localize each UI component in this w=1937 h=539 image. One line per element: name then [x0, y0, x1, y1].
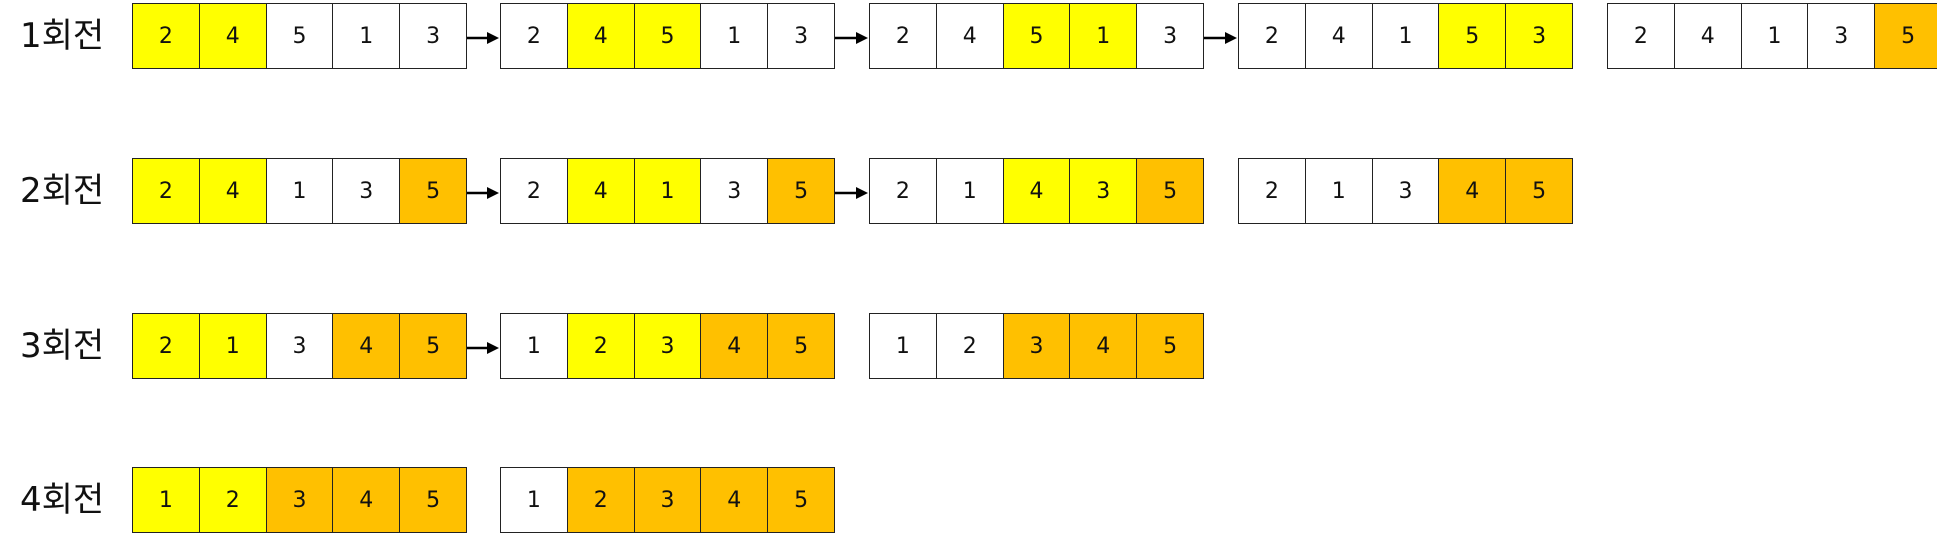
array-cell-compare: 4 — [1002, 158, 1071, 224]
array-cell-sorted: 5 — [1874, 3, 1937, 69]
array-cell-compare: 5 — [1438, 3, 1507, 69]
array-cell-normal: 2 — [935, 313, 1004, 379]
array-cell-normal: 1 — [1740, 3, 1809, 69]
array-cell-normal: 1 — [700, 3, 769, 69]
array-cell-sorted: 4 — [700, 313, 769, 379]
array-cell-normal: 2 — [500, 158, 568, 224]
array-cell-normal: 3 — [700, 158, 769, 224]
array-cell-sorted: 5 — [1136, 158, 1204, 224]
array-cell-normal: 3 — [1136, 3, 1204, 69]
round-label: 2회전 — [20, 171, 105, 211]
arrow-head — [856, 187, 868, 199]
array-cell-sorted: 4 — [1438, 158, 1507, 224]
array-cell-normal: 2 — [869, 158, 937, 224]
array-cell-normal: 3 — [332, 158, 401, 224]
array-cell-compare: 4 — [198, 3, 267, 69]
array-cell-normal: 2 — [869, 3, 937, 69]
array-cell-normal: 3 — [767, 3, 835, 69]
array-cell-compare: 2 — [132, 313, 200, 379]
round-label: 1회전 — [20, 16, 105, 56]
array-cell-sorted: 5 — [767, 158, 835, 224]
array-cell-sorted: 5 — [1505, 158, 1573, 224]
array-cell-sorted: 4 — [1069, 313, 1138, 379]
array-cell-sorted: 5 — [767, 467, 835, 533]
array-cell-normal: 1 — [1304, 158, 1373, 224]
array-cell-compare: 2 — [198, 467, 267, 533]
array-cell-compare: 2 — [132, 158, 200, 224]
array-cell-compare: 4 — [198, 158, 267, 224]
array-cell-sorted: 3 — [1002, 313, 1071, 379]
array-cell-normal: 3 — [399, 3, 467, 69]
array-cell-sorted: 4 — [700, 467, 769, 533]
array-cell-compare: 1 — [633, 158, 702, 224]
array-cell-sorted: 5 — [1136, 313, 1204, 379]
array-cell-normal: 4 — [1304, 3, 1373, 69]
array-cell-compare: 5 — [1002, 3, 1071, 69]
array-cell-sorted: 4 — [332, 313, 401, 379]
array-cell-normal: 1 — [1371, 3, 1440, 69]
array-cell-normal: 1 — [935, 158, 1004, 224]
round-label: 3회전 — [20, 326, 105, 366]
array-cell-compare: 3 — [1069, 158, 1138, 224]
array-cell-sorted: 5 — [767, 313, 835, 379]
array-cell-compare: 2 — [566, 313, 635, 379]
array-cell-normal: 2 — [1238, 158, 1306, 224]
array-cell-normal: 1 — [265, 158, 334, 224]
array-cell-sorted: 4 — [332, 467, 401, 533]
arrow-head — [487, 187, 499, 199]
array-cell-compare: 1 — [198, 313, 267, 379]
array-cell-compare: 4 — [566, 3, 635, 69]
array-cell-sorted: 5 — [399, 467, 467, 533]
array-cell-sorted: 3 — [633, 467, 702, 533]
array-cell-normal: 1 — [332, 3, 401, 69]
array-cell-normal: 1 — [500, 313, 568, 379]
array-cell-sorted: 5 — [399, 313, 467, 379]
array-cell-compare: 3 — [1505, 3, 1573, 69]
array-cell-normal: 5 — [265, 3, 334, 69]
array-cell-compare: 4 — [566, 158, 635, 224]
array-cell-sorted: 2 — [566, 467, 635, 533]
array-cell-normal: 2 — [1238, 3, 1306, 69]
array-cell-compare: 1 — [1069, 3, 1138, 69]
array-cell-sorted: 3 — [265, 467, 334, 533]
array-cell-normal: 3 — [1371, 158, 1440, 224]
array-cell-normal: 2 — [500, 3, 568, 69]
arrow-head — [856, 32, 868, 44]
array-cell-normal: 3 — [265, 313, 334, 379]
array-cell-normal: 1 — [500, 467, 568, 533]
array-cell-sorted: 5 — [399, 158, 467, 224]
array-cell-compare: 3 — [633, 313, 702, 379]
arrow-head — [487, 32, 499, 44]
array-cell-normal: 4 — [1673, 3, 1742, 69]
array-cell-normal: 3 — [1807, 3, 1876, 69]
round-label: 4회전 — [20, 480, 105, 520]
array-cell-normal: 2 — [1607, 3, 1675, 69]
arrow-head — [1225, 32, 1237, 44]
array-cell-compare: 2 — [132, 3, 200, 69]
array-cell-compare: 5 — [633, 3, 702, 69]
array-cell-compare: 1 — [132, 467, 200, 533]
arrow-head — [487, 342, 499, 354]
array-cell-normal: 1 — [869, 313, 937, 379]
array-cell-normal: 4 — [935, 3, 1004, 69]
